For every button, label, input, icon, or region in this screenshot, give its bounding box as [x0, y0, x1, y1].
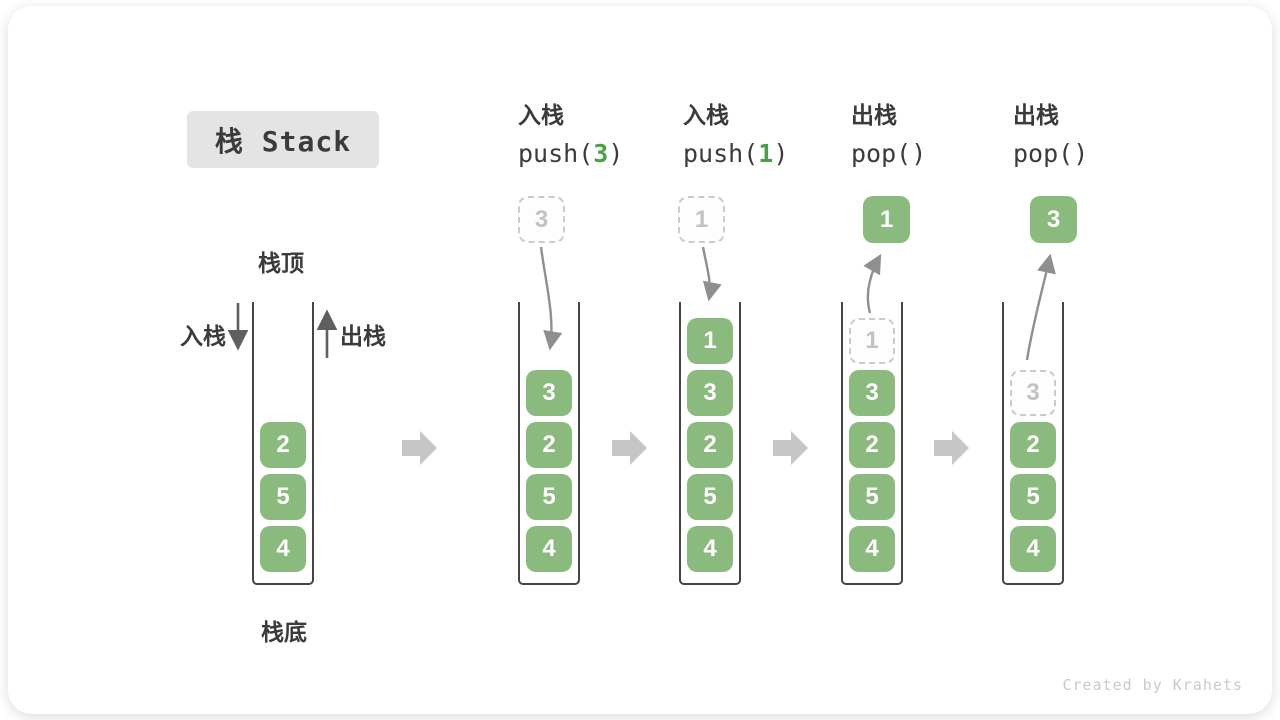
- stack-bottom-label: 栈底: [261, 619, 307, 645]
- step-transition-arrow-1: [402, 431, 437, 465]
- push-1-arrow: [701, 246, 722, 302]
- diagram-title-text: 栈 Stack: [214, 124, 352, 158]
- step-2-header: 入栈 push(1): [683, 96, 788, 168]
- stack-top-label: 栈顶: [258, 250, 304, 276]
- stack-item-5: 5: [687, 474, 733, 520]
- stack-item-5: 5: [849, 474, 895, 520]
- watermark: Created by Krahets: [1062, 676, 1243, 694]
- step-3-code: pop(): [851, 139, 927, 168]
- step-2-code-arg: 1: [758, 139, 774, 168]
- step-3-header: 出栈 pop(): [851, 96, 926, 168]
- stack-item-5: 5: [526, 474, 572, 520]
- step-1-code-arg: 3: [593, 139, 609, 168]
- step-1-header: 入栈 push(3): [518, 96, 623, 168]
- incoming-value-box-1: 1: [678, 196, 725, 243]
- step-2-op-label: 入栈: [683, 102, 729, 128]
- stack-item-4: 4: [687, 526, 733, 572]
- step-4-header: 出栈 pop(): [1013, 96, 1088, 168]
- step-transition-arrow-2: [612, 431, 647, 465]
- popped-value-box-3: 3: [1030, 196, 1077, 243]
- stack-item-2: 2: [687, 422, 733, 468]
- step-4-op-label: 出栈: [1013, 102, 1059, 128]
- popped-slot-ghost-3: 3: [1010, 370, 1056, 416]
- step-4-code: pop(): [1013, 139, 1089, 168]
- step-2-code: push(1): [683, 139, 789, 168]
- incoming-value-box-3: 3: [518, 196, 565, 243]
- stack-item-2: 2: [1010, 422, 1056, 468]
- step-transition-arrow-4: [934, 431, 969, 465]
- stack-item-4: 4: [849, 526, 895, 572]
- step-1-code: push(3): [518, 139, 624, 168]
- step-1-op-label: 入栈: [518, 102, 564, 128]
- stack-item-2: 2: [526, 422, 572, 468]
- stack-item-5: 5: [260, 474, 306, 520]
- stack-item-4: 4: [260, 526, 306, 572]
- diagram-card: 栈 Stack 栈顶 栈底 入栈 出栈 入栈 push(3) 入栈 push(1…: [8, 6, 1272, 714]
- stack-item-4: 4: [526, 526, 572, 572]
- stack-item-4: 4: [1010, 526, 1056, 572]
- stack-item-3: 3: [526, 370, 572, 416]
- stack-item-2: 2: [849, 422, 895, 468]
- popped-slot-ghost-1: 1: [849, 318, 895, 364]
- stack-item-1: 1: [687, 318, 733, 364]
- popped-value-box-1: 1: [863, 196, 910, 243]
- stack-item-3: 3: [687, 370, 733, 416]
- pop-side-label: 出栈: [340, 323, 386, 349]
- step-transition-arrow-3: [773, 431, 808, 465]
- diagram-title: 栈 Stack: [187, 111, 379, 168]
- stack-item-5: 5: [1010, 474, 1056, 520]
- push-side-label: 入栈: [180, 323, 226, 349]
- stack-item-2: 2: [260, 422, 306, 468]
- stack-item-3: 3: [849, 370, 895, 416]
- step-3-op-label: 出栈: [851, 102, 897, 128]
